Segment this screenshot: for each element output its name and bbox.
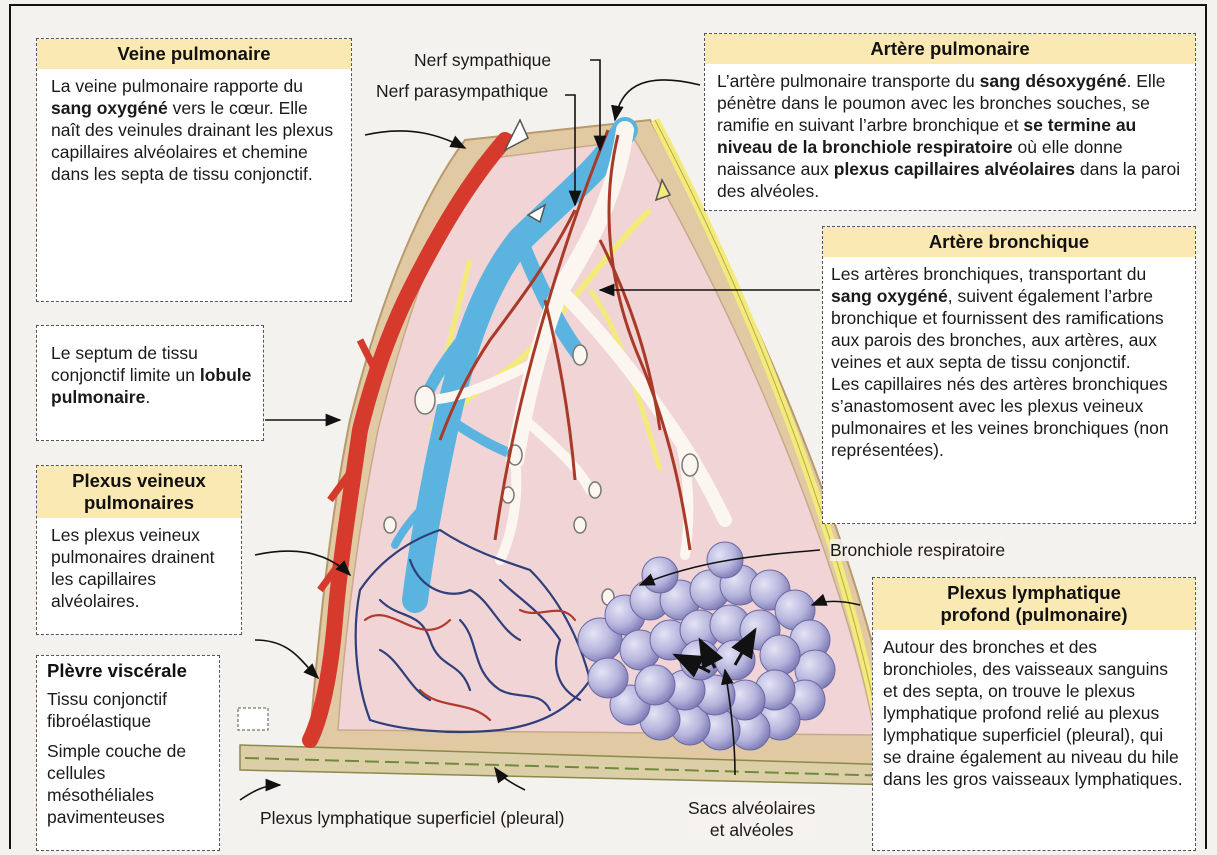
sacs-line1: Sacs alvéolaires bbox=[688, 797, 815, 819]
label-plexus-superficiel: Plexus lymphatique superficiel (pleural) bbox=[260, 807, 564, 829]
plexus-lymph-text: Autour des bronches et des bronchioles, … bbox=[883, 636, 1185, 790]
artere-pulmonaire-text: L’artère pulmonaire transporte du sang d… bbox=[717, 70, 1185, 202]
ab-text-1: Les artères bronchiques, transportant du bbox=[831, 264, 1146, 284]
title-plevre: Plèvre viscérale bbox=[37, 656, 219, 686]
box-plexus-veineux: Plexus veineux pulmonaires Les plexus ve… bbox=[36, 465, 242, 635]
ab-bold-1: sang oxygéné bbox=[831, 286, 948, 306]
plevre-item-2: Simple couche de cellules mésothéliales … bbox=[47, 740, 209, 828]
label-nerf-parasympathique: Nerf parasympathique bbox=[376, 80, 548, 102]
artere-bronchique-text-1: Les artères bronchiques, transportant du… bbox=[831, 263, 1185, 373]
title-artere-pulmonaire: Artère pulmonaire bbox=[705, 34, 1195, 64]
septum-text-2: . bbox=[145, 387, 150, 407]
label-bronchiole-respiratoire: Bronchiole respiratoire bbox=[830, 539, 1005, 561]
box-septum: Le septum de tissu conjonctif limite un … bbox=[36, 325, 264, 441]
septum-text: Le septum de tissu conjonctif limite un … bbox=[51, 342, 253, 408]
artere-bronchique-text-2: Les capillaires nés des artères bronchiq… bbox=[831, 373, 1185, 461]
veine-text-1: La veine pulmonaire rapporte du bbox=[51, 76, 303, 96]
title-veine-pulmonaire: Veine pulmonaire bbox=[37, 39, 351, 69]
ap-bold-3: plexus capillaires alvéolaires bbox=[834, 159, 1075, 179]
ap-bold-1: sang désoxygéné bbox=[980, 71, 1127, 91]
title-artere-bronchique: Artère bronchique bbox=[823, 227, 1195, 257]
veine-text-2: vers le cœur. bbox=[168, 98, 274, 118]
veine-text-bold: sang oxygéné bbox=[51, 98, 168, 118]
sacs-line2: et alvéoles bbox=[688, 819, 815, 841]
title-plexus-lymphatique: Plexus lymphatique profond (pulmonaire) bbox=[873, 578, 1195, 630]
ap-text-1: L’artère pulmonaire transporte du bbox=[717, 71, 980, 91]
box-plevre-viscerale: Plèvre viscérale Tissu conjonctif fibroé… bbox=[36, 655, 220, 851]
plexus-veineux-text: Les plexus veineux pulmonaires drainent … bbox=[51, 524, 231, 612]
box-artere-bronchique: Artère bronchique Les artères bronchique… bbox=[822, 226, 1196, 524]
plevre-item-1: Tissu conjonctif fibroélastique bbox=[47, 688, 209, 732]
pleura-inset bbox=[238, 708, 268, 730]
box-veine-pulmonaire: Veine pulmonaire La veine pulmonaire rap… bbox=[36, 38, 352, 302]
label-sacs-alveolaires: Sacs alvéolaires et alvéoles bbox=[688, 797, 815, 841]
septum-text-1: Le septum de tissu conjonctif limite un bbox=[51, 343, 198, 385]
box-artere-pulmonaire: Artère pulmonaire L’artère pulmonaire tr… bbox=[704, 33, 1196, 211]
title-plexus-veineux: Plexus veineux pulmonaires bbox=[37, 466, 241, 518]
box-plexus-lymphatique: Plexus lymphatique profond (pulmonaire) … bbox=[872, 577, 1196, 851]
label-nerf-sympathique: Nerf sympathique bbox=[414, 49, 551, 71]
veine-text: La veine pulmonaire rapporte du sang oxy… bbox=[51, 75, 341, 185]
